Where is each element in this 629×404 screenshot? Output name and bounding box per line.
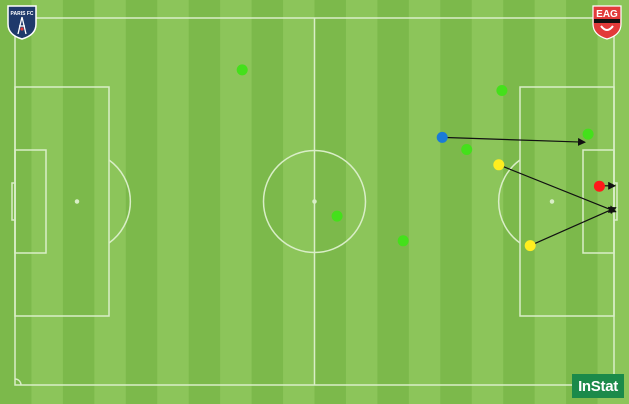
- pitch-stripe: [345, 0, 378, 404]
- pitch-stripe: [377, 0, 410, 404]
- pass-arrow-2: [498, 164, 617, 213]
- pitch-stripe: [440, 0, 473, 404]
- player-marker-receiver-5[interactable]: [582, 128, 594, 140]
- player-marker-shooter-6[interactable]: [493, 159, 505, 171]
- pitch-stripe: [220, 0, 253, 404]
- centre-circle: [262, 149, 367, 254]
- pitch-stripe: [157, 0, 190, 404]
- pitch-stripe: [188, 0, 221, 404]
- instat-logo: InStat: [572, 374, 624, 398]
- player-marker-goalkeeper-7[interactable]: [593, 180, 605, 192]
- paris-fc-logo-icon: PARIS FC: [7, 5, 37, 40]
- right-penalty-spot: [549, 199, 555, 204]
- pitch-stripe: [503, 0, 536, 404]
- pitch-stripe: [408, 0, 441, 404]
- pass-arrow-3: [529, 206, 617, 247]
- player-marker-player-4[interactable]: [461, 144, 473, 155]
- player-marker-player-9[interactable]: [397, 235, 409, 247]
- pitch-stripe: [283, 0, 315, 404]
- pitch-stripe: [125, 0, 158, 404]
- left-penalty-arc: [108, 159, 132, 244]
- pitch-stripe: [31, 0, 64, 404]
- pitch-stripe: [0, 0, 32, 404]
- left-penalty-spot: [74, 199, 80, 204]
- home-team-crest-text: PARIS FC: [11, 11, 34, 17]
- player-marker-player-1[interactable]: [236, 64, 248, 76]
- player-marker-player-8[interactable]: [331, 210, 343, 222]
- away-team-crest: EAG: [591, 4, 623, 40]
- away-team-crest-text: EAG: [596, 9, 618, 20]
- player-marker-shooter-10[interactable]: [524, 240, 536, 252]
- player-marker-player-2[interactable]: [496, 85, 508, 96]
- eag-logo-icon: EAG: [592, 5, 622, 40]
- pitch-stripe: [94, 0, 127, 404]
- player-markers: [236, 64, 605, 252]
- home-team-crest: PARIS FC: [6, 4, 38, 40]
- pass-arrows: [442, 136, 617, 247]
- player-marker-passer-3[interactable]: [436, 131, 448, 143]
- pitch-stripe: [566, 0, 599, 404]
- corner-arc-bottom-left: [14, 378, 22, 386]
- left-goal: [11, 182, 16, 221]
- pitch-stripe: [314, 0, 347, 404]
- pass-arrow-1: [442, 136, 586, 146]
- pitch-stripe: [251, 0, 284, 404]
- right-penalty-arc: [497, 159, 521, 244]
- centre-spot: [312, 199, 317, 204]
